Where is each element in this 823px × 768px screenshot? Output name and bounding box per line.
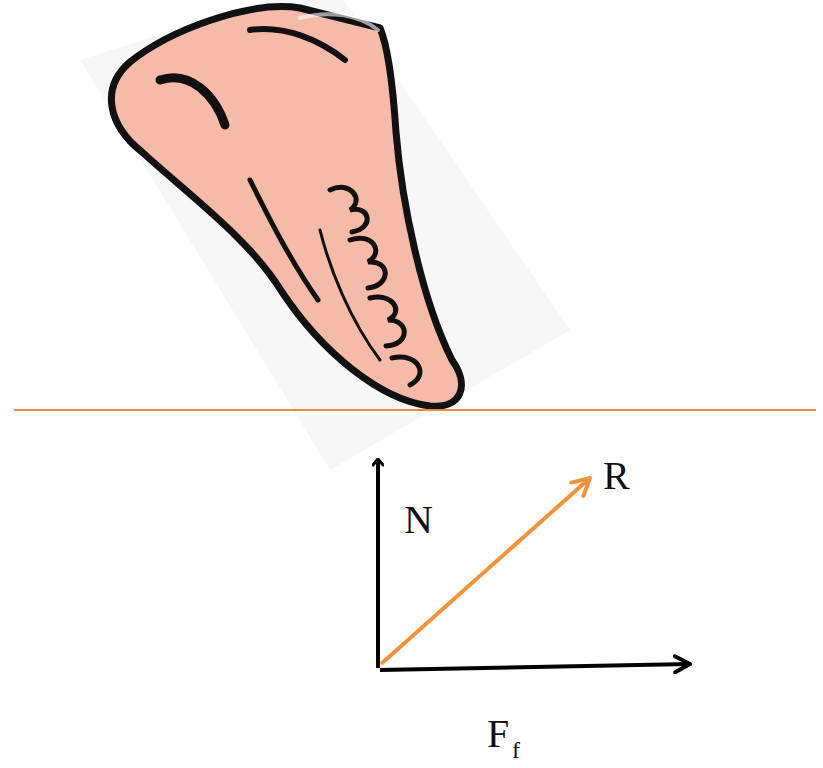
- friction-force-vector: [380, 664, 690, 670]
- force-label: R: [603, 456, 630, 496]
- foot-drawing: [111, 7, 461, 407]
- force-label: F: [487, 714, 509, 754]
- force-label: N: [404, 500, 433, 540]
- normal-force-vector: [376, 460, 380, 668]
- resultant-force-vector: [381, 478, 590, 664]
- foot-backdrop: [80, 0, 570, 470]
- force-subscript: f: [512, 738, 520, 762]
- ground-line: [14, 409, 816, 411]
